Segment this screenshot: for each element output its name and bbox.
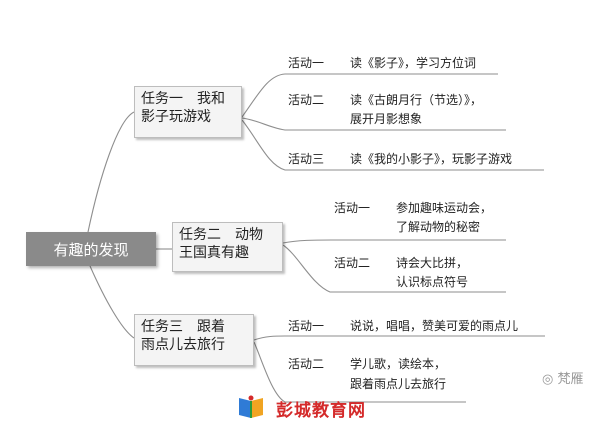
task3-line1: 任务三 跟着 xyxy=(141,319,225,335)
task2-act1-text-line2: 了解动物的秘密 xyxy=(396,220,481,234)
task1-act1-label: 活动一 xyxy=(288,56,325,70)
task3-act1-text: 说说，唱唱，赞美可爱的雨点儿 xyxy=(350,319,519,333)
task1-line1: 任务一 我和 xyxy=(141,91,225,107)
connector-task1-act2 xyxy=(241,117,506,131)
book-logo-icon xyxy=(239,395,263,418)
connector-root-task3 xyxy=(89,265,135,339)
task3-act1-label: 活动一 xyxy=(288,319,325,333)
task3-line2: 雨点儿去旅行 xyxy=(141,337,225,353)
connector-task1-act1 xyxy=(241,73,498,118)
task2-line1: 任务二 动物 xyxy=(179,227,263,243)
connector-task3-act1 xyxy=(253,335,545,341)
task1-act2-label: 活动二 xyxy=(288,93,325,107)
task3-act2-label: 活动二 xyxy=(288,357,325,371)
task2-line2: 王国真有趣 xyxy=(179,245,249,261)
task1-act2-text-line1: 读《古朗月行（节选）》， xyxy=(350,93,483,107)
connector-root-task1 xyxy=(87,111,135,233)
task2-act2-text-line2: 认识标点符号 xyxy=(396,275,469,289)
connector-task2-act1 xyxy=(282,239,506,244)
task2-node: 任务二 动物 王国真有趣 xyxy=(172,222,283,272)
task3-node: 任务三 跟着 雨点儿去旅行 xyxy=(134,314,254,366)
task1-node: 任务一 我和 影子玩游戏 xyxy=(134,86,242,138)
connector-task2-act2 xyxy=(282,244,506,293)
connector-task1-act3 xyxy=(241,119,544,171)
task2-act2-text-line1: 诗会大比拼， xyxy=(396,256,469,270)
task2-act2-label: 活动二 xyxy=(334,256,371,270)
connector-task3-act2 xyxy=(253,341,466,403)
task3-act2-text-line1: 学儿歌，读绘本， xyxy=(350,357,447,371)
task2-act1-text-line1: 参加趣味运动会， xyxy=(396,201,493,215)
task1-act2-text-line2: 展开月影想象 xyxy=(350,112,423,126)
task2-act1-label: 活动一 xyxy=(334,201,371,215)
task1-act1-text: 读《影子》，学习方位词 xyxy=(350,56,477,70)
site-watermark: 彭城教育网 xyxy=(276,401,366,421)
task3-act2-text-line2: 跟着雨点儿去旅行 xyxy=(350,377,447,391)
task1-act3-text: 读《我的小影子》，玩影子游戏 xyxy=(350,152,513,166)
corner-watermark: ◎ 梵雁 xyxy=(542,372,584,387)
root-node: 有趣的发现 xyxy=(26,232,156,266)
root-label: 有趣的发现 xyxy=(53,240,129,259)
task1-act3-label: 活动三 xyxy=(288,152,325,166)
task1-line2: 影子玩游戏 xyxy=(141,109,211,125)
